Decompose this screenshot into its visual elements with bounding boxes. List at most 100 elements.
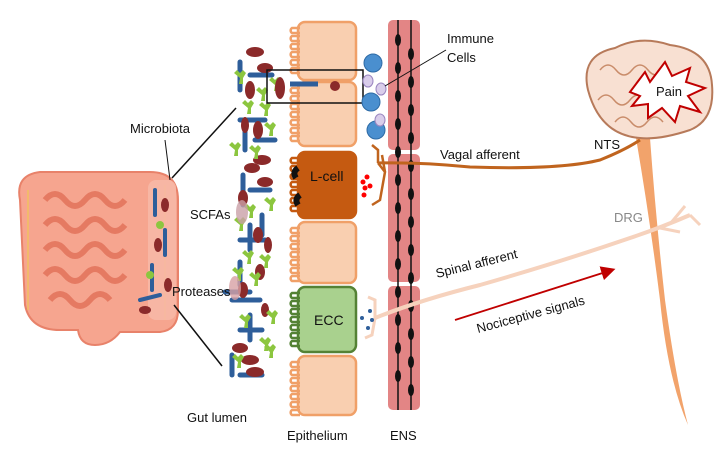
- bacterium-green: [259, 102, 271, 116]
- spinal-nerve-endings: [364, 205, 702, 340]
- ens-neuron-body: [395, 90, 401, 102]
- zoom-line-top: [171, 107, 237, 179]
- bacterium-green: [256, 87, 268, 101]
- ens-segment: [388, 154, 420, 282]
- epithelial-cell-microvilli: [289, 226, 300, 283]
- label-drg: DRG: [614, 210, 643, 225]
- ens-neuron-body: [395, 118, 401, 130]
- label-l-cell: L-cell: [310, 168, 343, 184]
- bacterium-oval: [261, 303, 269, 317]
- bacterium-oval: [245, 81, 255, 99]
- bacterium-green: [264, 344, 276, 358]
- ens-neuron-body: [395, 314, 401, 326]
- bacterium-green: [242, 250, 254, 264]
- intestine-illustration: [18, 171, 179, 347]
- enteric-nervous-system: [388, 20, 420, 410]
- ens-neuron-body: [408, 48, 414, 60]
- label-epithelium: Epithelium: [287, 428, 348, 443]
- bacterium-green: [266, 310, 278, 324]
- immune-pointer: [384, 49, 447, 87]
- ens-neuron-body: [408, 244, 414, 256]
- label-gut-lumen: Gut lumen: [187, 410, 247, 425]
- bacterium-green: [234, 70, 246, 84]
- ens-neuron-body: [408, 188, 414, 200]
- epithelium-layer: [289, 20, 358, 417]
- epithelial-cell-microvilli: [289, 360, 300, 417]
- ens-neuron-body: [408, 216, 414, 228]
- bacterium-oval: [253, 121, 263, 139]
- epithelial-cell-microvilli: [289, 86, 300, 143]
- bacterium-green: [229, 142, 241, 156]
- ens-neuron-body: [408, 272, 414, 284]
- bacterium-oval: [275, 77, 285, 99]
- ens-neuron-body: [395, 146, 401, 158]
- bacterium-oval: [241, 355, 259, 365]
- ens-neuron-body: [408, 76, 414, 88]
- ens-neuron-body: [395, 258, 401, 270]
- ens-neuron-body: [395, 62, 401, 74]
- ens-neuron-body: [408, 132, 414, 144]
- label-ecc: ECC: [314, 312, 344, 328]
- nociceptive-arrow: [454, 266, 616, 321]
- label-immune: Immune: [447, 31, 494, 46]
- label-vagal-afferent: Vagal afferent: [440, 147, 520, 162]
- l-cell-microvilli: [289, 156, 300, 213]
- ens-neuron-body: [395, 230, 401, 242]
- bacterium-green: [264, 122, 276, 136]
- bacterium-oval: [246, 367, 264, 377]
- bacterium-green: [232, 267, 244, 281]
- epithelial-cell: [296, 354, 358, 417]
- ens-neuron-body: [395, 202, 401, 214]
- vagal-nerve-endings: [371, 144, 387, 207]
- bacterium-oval: [257, 63, 273, 73]
- epithelial-cell-microvilli: [289, 26, 300, 75]
- spinal-cord: [636, 138, 688, 425]
- label-ens: ENS: [390, 428, 417, 443]
- scfa-molecule: [236, 200, 248, 224]
- ens-neuron-body: [395, 174, 401, 186]
- epithelial-cell: [296, 220, 358, 285]
- bacterium-green: [259, 254, 271, 268]
- label-nts: NTS: [594, 137, 620, 152]
- bacterium-green: [232, 354, 244, 368]
- label-nociceptive-signals: Nociceptive signals: [475, 292, 587, 335]
- tight-junction-box: [266, 69, 364, 104]
- ens-neuron-body: [395, 286, 401, 298]
- bacterium-oval: [264, 237, 272, 253]
- label-pain: Pain: [656, 84, 682, 99]
- brain-illustration: [585, 39, 714, 140]
- label-scfas: SCFAs: [190, 207, 231, 222]
- bacterium-oval: [232, 343, 248, 353]
- l-cell-secretion-dots: [360, 174, 373, 198]
- enterochromaffin-cell-microvilli: [289, 291, 300, 348]
- ens-neuron-body: [408, 356, 414, 368]
- ens-segment: [388, 20, 420, 150]
- bacterium-green: [264, 197, 276, 211]
- bacterium-oval: [246, 47, 264, 57]
- ens-neuron-body: [408, 328, 414, 340]
- l-cell: [296, 150, 358, 220]
- ens-neuron-body: [408, 384, 414, 396]
- vagal-afferent-nerve: [377, 138, 641, 170]
- bacterium-green: [239, 314, 251, 328]
- l-cell-granules: [291, 165, 302, 207]
- epithelial-cell: [296, 20, 358, 82]
- immune-cells: [361, 53, 387, 140]
- microbiota-pointer: [164, 139, 171, 181]
- bacterium-oval: [257, 177, 273, 187]
- bacterium-green: [242, 100, 254, 114]
- bacterium-oval: [253, 227, 263, 243]
- protease-molecule: [229, 276, 241, 300]
- epithelial-cell: [296, 80, 358, 148]
- ecc-secretion-dots: [360, 309, 374, 330]
- ens-neuron-body: [395, 342, 401, 354]
- enterochromaffin-cell: [296, 285, 358, 354]
- spinal-afferent-nerve: [374, 213, 691, 320]
- ens-neuron-body: [395, 370, 401, 382]
- ens-neuron-body: [408, 104, 414, 116]
- bacterium-oval: [241, 117, 249, 133]
- pain-burst: [628, 60, 708, 124]
- bacterium-oval: [244, 163, 260, 173]
